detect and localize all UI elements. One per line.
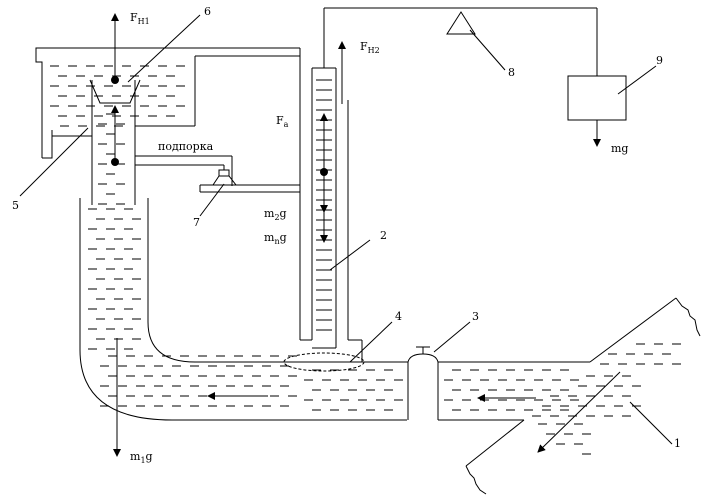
label-fa: Fa	[276, 114, 289, 129]
number-8: 8	[508, 66, 515, 79]
support-bracket	[135, 155, 300, 193]
label-m1g: m1g	[130, 450, 153, 465]
valve	[407, 346, 439, 420]
number-3: 3	[472, 310, 479, 323]
force-arrows	[111, 13, 621, 457]
label-mg: mg	[611, 142, 628, 155]
vertical-tube	[283, 48, 365, 372]
label-fh1: FH1	[130, 11, 150, 26]
text-labels: FH1 FH2 Fa подпорка m2g mng m1g mg 6 5 2…	[12, 5, 681, 465]
inclined-pipe	[465, 297, 701, 495]
label-support: подпорка	[158, 140, 214, 153]
float-chamber	[89, 79, 141, 205]
pulley-icon	[446, 11, 476, 35]
number-1: 1	[674, 437, 681, 450]
pipe-loop	[79, 198, 590, 421]
upper-reservoir	[35, 47, 300, 159]
wire-and-weight	[323, 7, 627, 121]
number-5: 5	[12, 199, 19, 212]
water-hatching	[50, 65, 681, 455]
weight-block	[567, 75, 627, 121]
number-2: 2	[380, 229, 387, 242]
number-7: 7	[193, 216, 200, 229]
number-9: 9	[656, 54, 663, 67]
label-mng: mng	[264, 231, 287, 246]
label-m2g: m2g	[264, 207, 287, 222]
label-fh2: FH2	[360, 40, 380, 55]
leader-lines	[19, 14, 673, 445]
number-6: 6	[204, 5, 211, 18]
number-4: 4	[395, 310, 402, 323]
